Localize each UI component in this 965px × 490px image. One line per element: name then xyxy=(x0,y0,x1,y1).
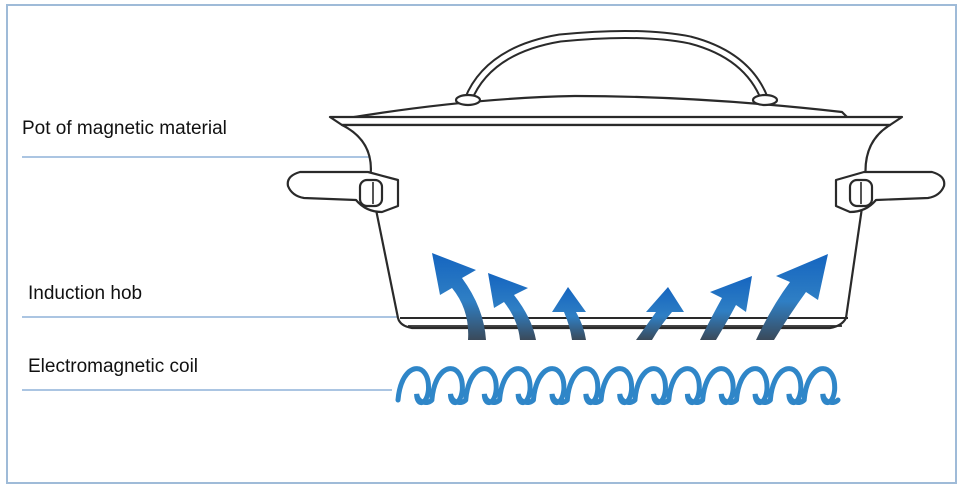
heat-arrow xyxy=(636,287,684,340)
pot-lid-handle xyxy=(463,29,770,102)
heat-arrow xyxy=(488,273,536,340)
heat-arrow xyxy=(432,253,486,340)
heat-arrow xyxy=(552,287,586,340)
heat-arrow xyxy=(700,276,752,340)
label-pot-of-magnetic-material: Pot of magnetic material xyxy=(22,118,227,139)
pot-body xyxy=(340,123,892,330)
electromagnetic-coil xyxy=(395,366,841,405)
lid-knob-right xyxy=(751,93,779,107)
pot xyxy=(286,29,946,330)
pot-rim xyxy=(328,115,904,127)
lid-knob-left xyxy=(454,93,482,107)
heat-arrow xyxy=(756,254,828,340)
pot-lid xyxy=(346,94,850,120)
label-induction-hob: Induction hob xyxy=(28,283,143,304)
label-electromagnetic-coil: Electromagnetic coil xyxy=(28,356,199,377)
heat-arrows xyxy=(432,253,828,340)
